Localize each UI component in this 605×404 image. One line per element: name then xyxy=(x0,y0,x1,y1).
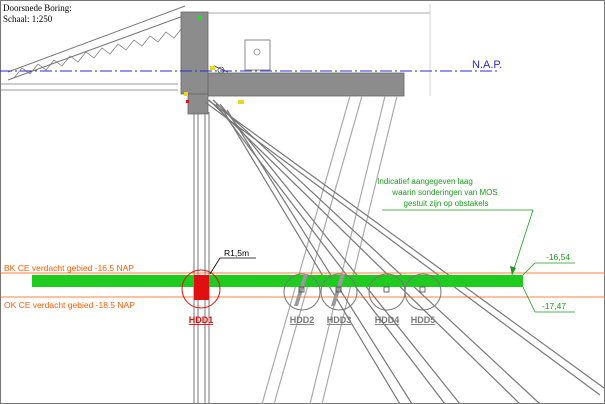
drilling-hdd3: HDD3 xyxy=(320,273,358,325)
rig-mast xyxy=(180,11,209,95)
hdd2-label: HDD2 xyxy=(290,315,315,325)
drawing-title: Doorsnede Boring: xyxy=(3,3,72,13)
vertical-casing xyxy=(193,112,210,404)
crane-boom xyxy=(0,5,187,91)
cabin-hub xyxy=(253,48,261,56)
top-level-marker: -16,54 xyxy=(522,252,575,276)
hdd1-radius-circle xyxy=(181,269,221,309)
hdd2-radius-circle xyxy=(283,273,321,311)
status-light-red xyxy=(186,100,189,103)
control-cabin xyxy=(244,39,271,71)
hdd1-label: HDD1 xyxy=(189,315,214,325)
bottom-level-marker: -17,47 xyxy=(522,286,575,313)
nap-label: N.A.P. xyxy=(472,59,502,71)
winch-wheel xyxy=(217,66,225,74)
hdd1-casing-block xyxy=(194,275,209,300)
drill-paths xyxy=(204,99,605,404)
status-light-green xyxy=(198,16,202,20)
radius-annotation: R1,5m xyxy=(209,248,256,275)
hdd3-radius-circle xyxy=(320,273,358,311)
layer-annotation: Indicatief aangegeven laag waarin sonder… xyxy=(377,177,534,276)
radius-label: R1,5m xyxy=(224,248,249,258)
obstacle-layer xyxy=(32,275,523,287)
hdd4-label: HDD4 xyxy=(375,315,400,325)
rig-base xyxy=(187,93,209,115)
drawing-scale: Schaal: 1:250 xyxy=(3,14,53,24)
drilling-hdd1: HDD1 xyxy=(181,269,221,325)
drilling-hdd2: HDD2 xyxy=(283,273,321,325)
hdd5-label: HDD5 xyxy=(411,315,436,325)
top-level-value: -16,54 xyxy=(546,252,570,262)
drilling-hdd5: HDD5 xyxy=(404,273,442,325)
hdd3-label: HDD3 xyxy=(327,315,352,325)
rig-platform xyxy=(207,72,405,97)
marker-yellow xyxy=(238,100,244,104)
annotation-line-2: waarin sonderingen van MOS xyxy=(391,188,497,197)
annotation-line-1: Indicatief aangegeven laag xyxy=(377,177,473,186)
bottom-level-value: -17,47 xyxy=(542,301,566,311)
top-suspect-label: BK CE verdacht gebied -16.5 NAP xyxy=(4,263,134,273)
bottom-suspect-label: OK CE verdacht gebied -18.5 NAP xyxy=(4,300,135,310)
annotation-line-3: gestuit zijn op obstakels xyxy=(404,199,489,208)
platform-legs xyxy=(261,95,398,404)
hdd5-radius-circle xyxy=(404,273,442,311)
status-light-yellow xyxy=(184,92,188,96)
drill-rig xyxy=(180,11,405,115)
